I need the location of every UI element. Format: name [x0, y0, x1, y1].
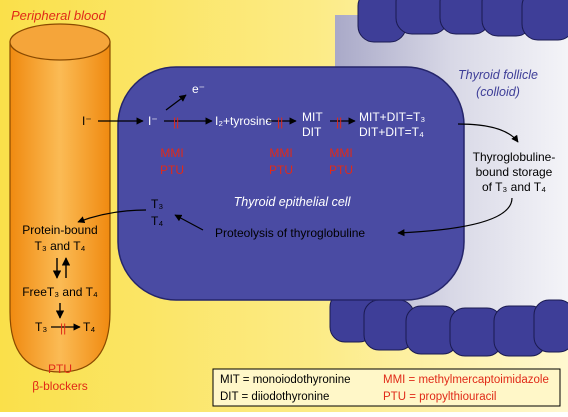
release-arrow [174, 214, 204, 231]
block-mark-4: || [60, 321, 66, 335]
cell-t4-label: T₄ [151, 214, 163, 228]
iodide-label: I⁻ [82, 114, 92, 128]
secretion-arrow [77, 209, 147, 224]
iodide-cell-label: I⁻ [148, 114, 158, 128]
mit-label: MIT [302, 110, 323, 124]
colloid-label: (colloid) [476, 85, 520, 99]
follicle-cell [521, 0, 568, 41]
thyroid-epithelial-cell-label: Thyroid epithelial cell [234, 195, 352, 209]
inhibitor-mmi-1: MMI [160, 146, 183, 160]
legend: MIT = monoiodothyronine DIT = diiodothyr… [212, 368, 561, 407]
thyroid-follicle-label: Thyroid follicle [458, 68, 538, 82]
protein-bound-label-2: T₃ and T₄ [35, 239, 86, 253]
coupling-t3-label: MIT+DIT=T₃ [359, 110, 425, 124]
follicle-cells-top [357, 0, 568, 43]
blood-t4-label: T₄ [83, 320, 95, 334]
protein-bound-label-1: Protein-bound [22, 223, 97, 237]
legend-mmi: MMI = methylmercaptoimidazole [383, 374, 549, 386]
storage-label-2: bound storage [476, 165, 553, 179]
vessel-opening [9, 23, 111, 61]
blood-vessel [9, 23, 111, 373]
thyroid-epithelial-cell [117, 66, 465, 301]
legend-mit: MIT = monoiodothyronine [220, 374, 351, 386]
dit-label: DIT [302, 125, 322, 139]
inhibitor-mmi-2: MMI [269, 146, 292, 160]
inhibitor-ptu-2: PTU [269, 163, 293, 177]
storage-label-1: Thyroglobuline- [473, 150, 556, 164]
legend-ptu: PTU = propylthiouracil [383, 391, 496, 403]
follicle-cell [533, 299, 568, 353]
to-storage-arrow [457, 123, 519, 143]
electron-arrow [165, 94, 187, 111]
blood-t3-label: T₃ [35, 320, 47, 334]
legend-box [212, 368, 561, 407]
storage-label-3: of T₃ and T₄ [482, 180, 546, 194]
inhibitor-ptu-3: PTU [329, 163, 353, 177]
block-mark-1: || [173, 115, 179, 129]
coupling-t4-label: DIT+DIT=T₄ [359, 125, 424, 139]
follicle-cells-bottom [329, 291, 568, 357]
inhibitor-beta-blockers: β-blockers [32, 379, 88, 393]
inhibitor-ptu-1: PTU [160, 163, 184, 177]
cell-t3-label: T₃ [151, 197, 163, 211]
legend-dit: DIT = diiodothyronine [220, 391, 329, 403]
to-proteolysis-arrow [397, 197, 513, 237]
peripheral-blood-label: Peripheral blood [11, 8, 106, 23]
block-mark-2: || [277, 115, 283, 129]
inhibitor-mmi-3: MMI [329, 146, 352, 160]
electron-label: e⁻ [192, 82, 205, 96]
iodination-label: I₂+tyrosine [215, 114, 272, 128]
block-mark-3: || [336, 115, 342, 129]
inhibitor-ptu-blood: PTU [48, 362, 72, 376]
free-t3-t4-label: FreeT₃ and T₄ [22, 285, 98, 299]
proteolysis-label: Proteolysis of thyroglobuline [215, 226, 365, 240]
